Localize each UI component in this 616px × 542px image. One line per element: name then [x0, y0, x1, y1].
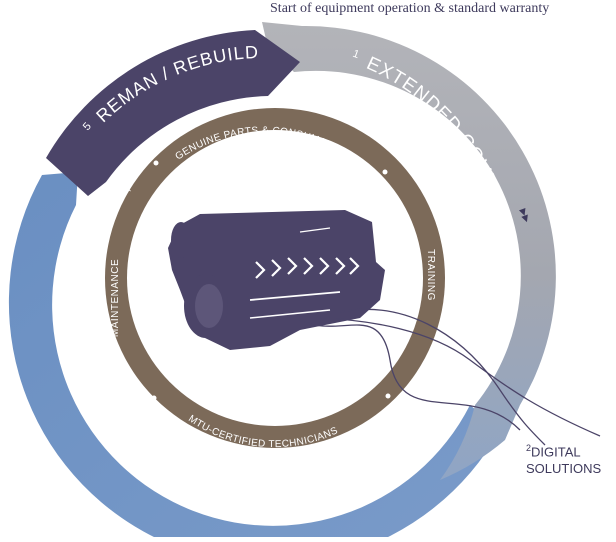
digital-line1: DIGITAL: [531, 444, 581, 460]
top-note-text: Start of equipment operation & standard …: [270, 1, 549, 16]
valuecare-segment: [8, 172, 500, 542]
ring-dot: [153, 160, 159, 166]
extended-segment: [262, 22, 556, 480]
note-arrow-icon: ▶▶: [518, 207, 532, 224]
engine-illustration: [168, 210, 385, 350]
ring-dot: [385, 393, 391, 399]
digital-solutions-label: 2DIGITAL SOLUTIONS: [526, 440, 601, 477]
ring-dot: [382, 169, 388, 175]
digital-line2: SOLUTIONS: [526, 461, 602, 477]
digital-number: 2: [526, 443, 532, 453]
ring-number: 4: [122, 185, 134, 196]
ring-dot: [151, 395, 157, 401]
digital-cables: [299, 308, 601, 446]
reman-segment: [46, 30, 300, 196]
ring-label-left: MAINTENANCE: [110, 259, 121, 337]
ring-label-right: TRAINING: [425, 249, 436, 301]
